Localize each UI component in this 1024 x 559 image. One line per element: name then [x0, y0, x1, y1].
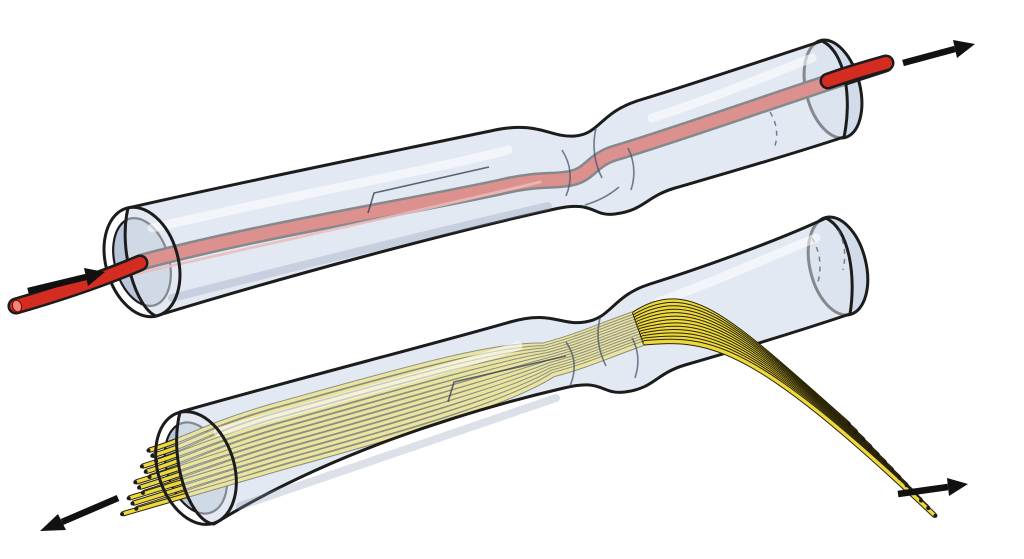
- top-tube-cutaway-line: [367, 166, 490, 214]
- top-tube-outline: [123, 39, 849, 318]
- bottom-right-arrow: [897, 478, 968, 498]
- top-figure: [7, 38, 895, 319]
- bottom-tube-opening-rim: [154, 410, 238, 526]
- bottom-tube-highlights: [213, 233, 821, 510]
- cable-outside-segments: [7, 54, 895, 315]
- bottom-left-arrow: [40, 495, 120, 531]
- top-tube-fold-wrinkles: [561, 111, 778, 206]
- fiber-strands-front: [632, 298, 938, 518]
- top-left-arrow: [27, 268, 105, 295]
- pull-arrows: [27, 40, 975, 531]
- bottom-tube-cutaway-line: [447, 355, 567, 403]
- bottom-tube-outline: [175, 216, 854, 526]
- bottom-figure: [120, 215, 938, 526]
- fiber-tips: [120, 422, 938, 518]
- top-tube-highlights: [147, 53, 817, 302]
- top-right-arrow: [902, 40, 975, 67]
